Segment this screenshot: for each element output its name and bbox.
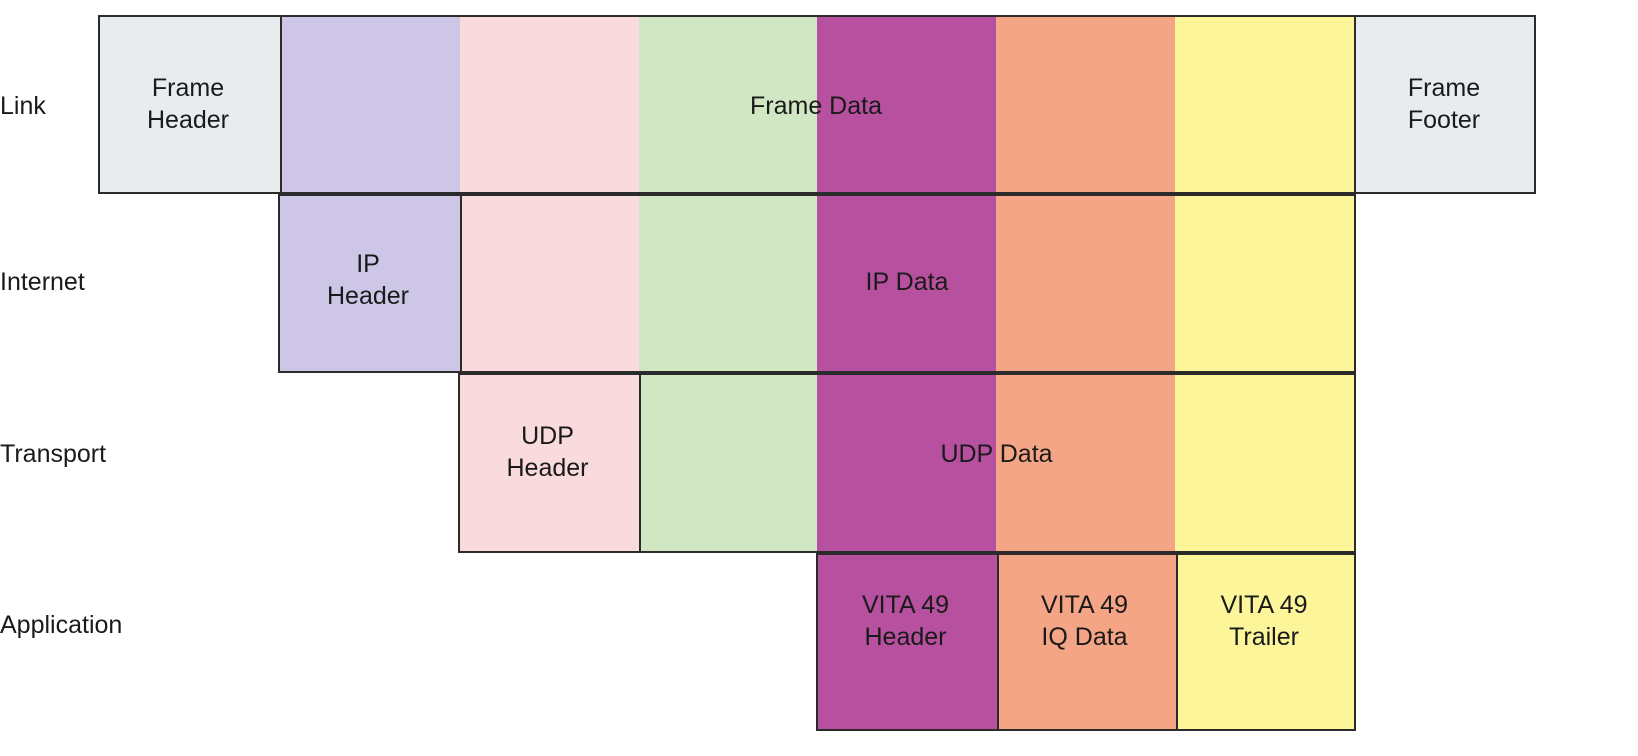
- cell-link-vita-trailer-band: [1175, 17, 1354, 192]
- cell-link-green-band: [639, 17, 817, 192]
- row-transport: [458, 373, 1356, 553]
- cell-frame-header: [100, 17, 280, 192]
- cell-transport-green-band: [639, 375, 817, 551]
- cell-transport-vita-trailer-band: [1175, 375, 1354, 551]
- cell-internet-udp-header-band: [460, 196, 639, 371]
- divider-udp-header-right: [639, 373, 641, 553]
- cell-ip-header: [280, 196, 460, 371]
- divider-ip-header-right: [460, 194, 462, 373]
- cell-link-udp-header-band: [460, 17, 639, 192]
- cell-link-ip-header-band: [280, 17, 460, 192]
- cell-vita-iq-data: [997, 555, 1176, 729]
- layer-label-transport: Transport: [0, 440, 107, 468]
- cell-link-vita-header-band: [817, 17, 996, 192]
- cell-vita-trailer: [1176, 555, 1354, 729]
- cell-transport-vita-header-band: [817, 375, 996, 551]
- divider-frame-header-right: [280, 15, 282, 194]
- cell-link-vita-iq-band: [996, 17, 1175, 192]
- layer-label-link: Link: [0, 92, 46, 120]
- cell-frame-footer: [1354, 17, 1534, 192]
- layer-label-internet: Internet: [0, 268, 85, 296]
- cell-vita-header: [818, 555, 997, 729]
- cell-udp-header: [460, 375, 639, 551]
- row-internet: [278, 194, 1356, 373]
- cell-internet-vita-header-band: [817, 196, 996, 371]
- layer-label-application: Application: [0, 611, 123, 639]
- cell-internet-green-band: [639, 196, 817, 371]
- divider-frame-footer-left: [1354, 15, 1356, 194]
- cell-transport-vita-iq-band: [996, 375, 1175, 551]
- divider-vita-header-right: [997, 553, 999, 731]
- divider-vita-iq-right: [1176, 553, 1178, 731]
- cell-internet-vita-iq-band: [996, 196, 1175, 371]
- cell-internet-vita-trailer-band: [1175, 196, 1354, 371]
- row-link: [98, 15, 1536, 194]
- row-application: [816, 553, 1356, 731]
